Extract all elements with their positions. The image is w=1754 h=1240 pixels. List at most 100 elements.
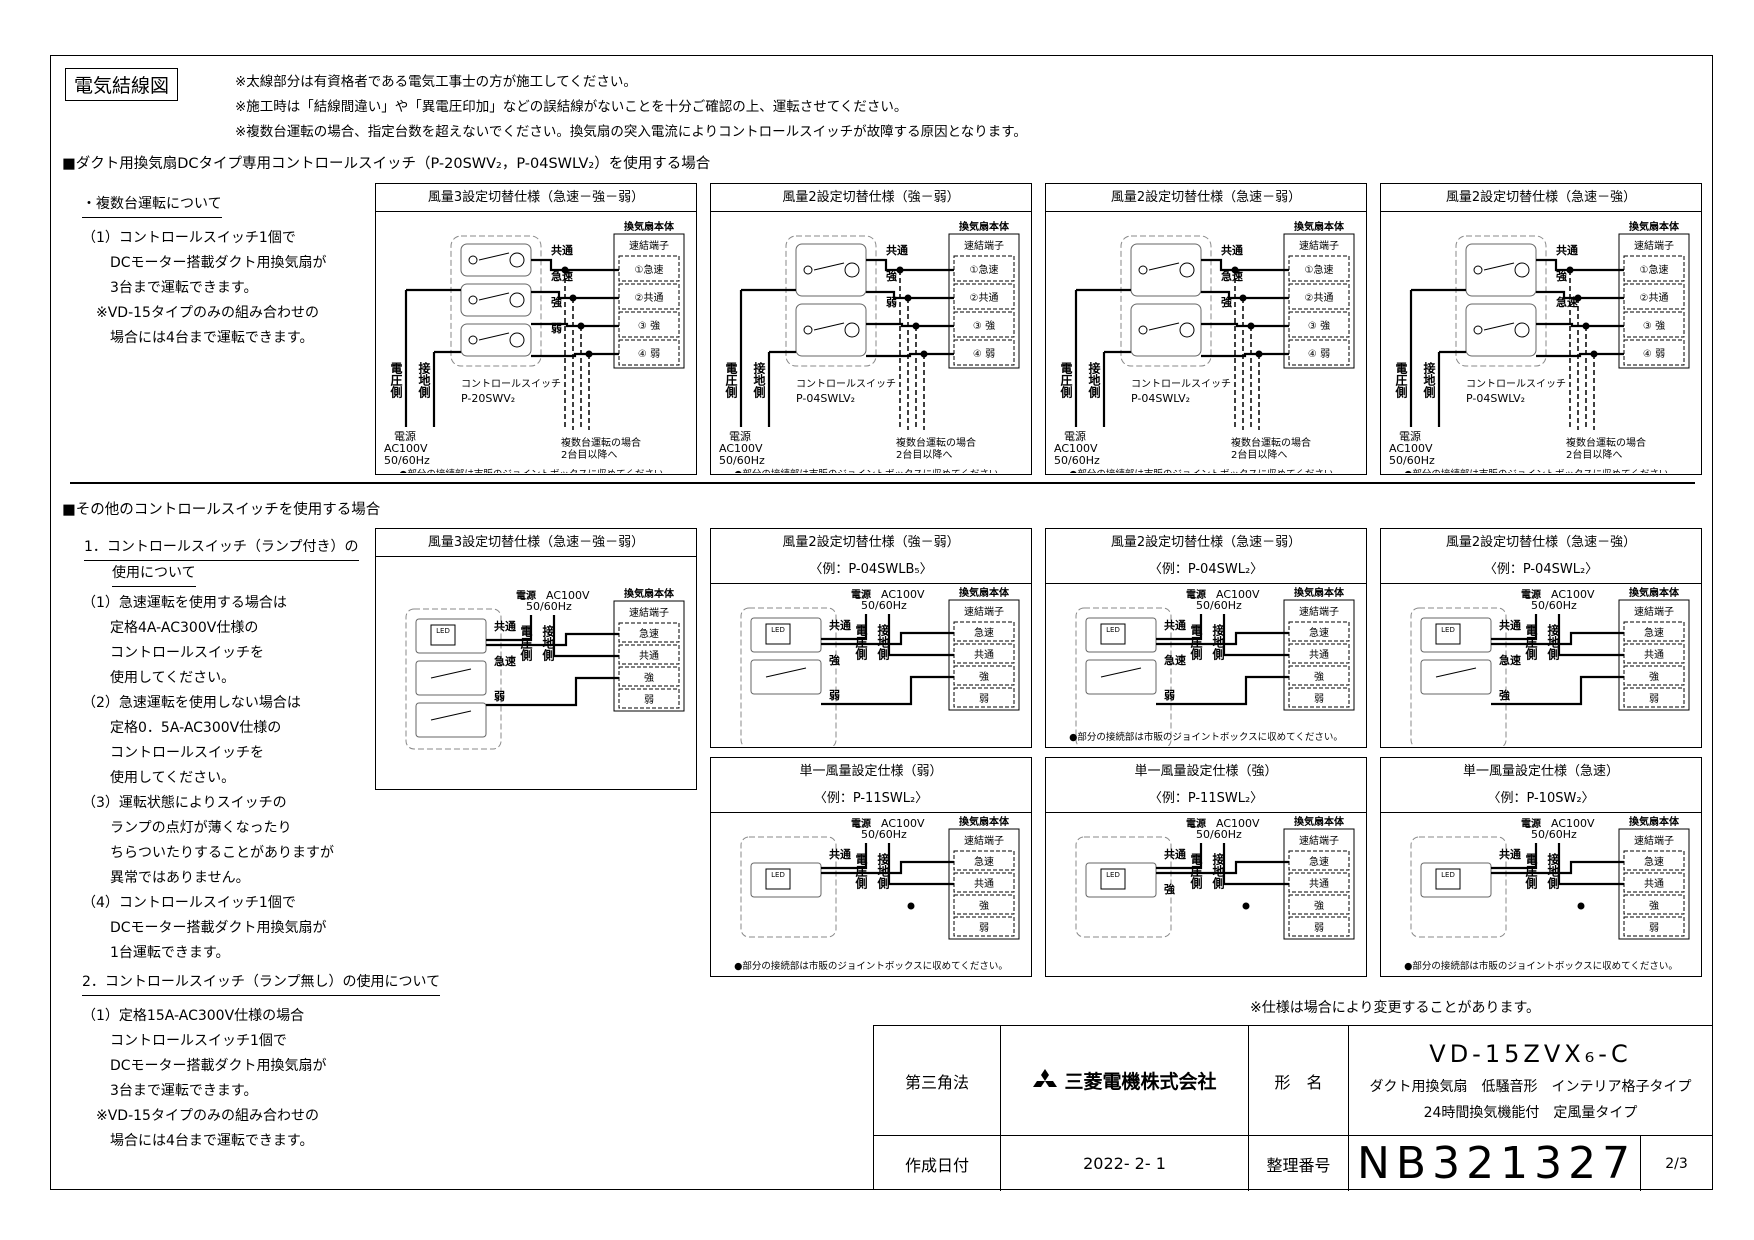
ac-label: AC100V [546, 589, 590, 602]
wire-label: 強 [1556, 269, 1567, 283]
ac-label: AC100V [1551, 817, 1595, 830]
body-label: 換気扇本体 [959, 220, 1010, 233]
wire-label: 急速 [1164, 653, 1186, 667]
terminal [1288, 621, 1350, 642]
switch-contact-icon [1473, 265, 1483, 275]
terminal-label: ③ 強 [1308, 319, 1330, 332]
ground-side-label: 接地側 [541, 624, 555, 662]
terminal-block [613, 233, 685, 369]
wire [1491, 614, 1538, 641]
panel-header: 風量2設定切替仕様（急速－強） [1381, 184, 1701, 212]
led-icon [430, 624, 456, 646]
wire [531, 322, 619, 328]
switch-element [1465, 243, 1537, 297]
block-label: 速結端子 [629, 239, 669, 252]
switch-element [795, 303, 867, 357]
switch-element [1130, 303, 1202, 357]
terminal [1623, 283, 1685, 310]
terminal [1623, 687, 1685, 708]
power-label: 電源 [1186, 817, 1206, 830]
body-label: 換気扇本体 [1629, 815, 1680, 828]
terminal-label: 強 [1649, 899, 1659, 912]
terminal-label: 共通 [1309, 649, 1329, 661]
led-label: LED [1441, 871, 1455, 879]
note: ※施工時は「結線間違い」や「異電圧印加」などの誤結線がないことを十分ご確認の上、… [235, 99, 908, 115]
company-name: 三菱電機株式会社 [1064, 1071, 1217, 1093]
panel-low-6: 単一風量設定仕様（急速）〈例：P-10SW₂〉換気扇本体速結端子急速共通強弱電源… [1380, 757, 1702, 977]
terminal [1623, 339, 1685, 366]
panel-header: 単一風量設定仕様（弱）〈例：P-11SWL₂〉 [711, 758, 1031, 813]
wire [531, 352, 619, 358]
terminal [1288, 894, 1350, 915]
panel-header: 風量2設定切替仕様（急速－弱） [1046, 184, 1366, 212]
switch-lever [478, 252, 510, 261]
ground-side-label: 接地側 [876, 623, 890, 661]
terminal [1623, 872, 1685, 893]
wire [739, 288, 796, 427]
panel-header: 風量3設定切替仕様（急速－強－弱） [376, 529, 696, 557]
terminal-label: ①急速 [1640, 263, 1669, 276]
section-divider [70, 482, 1695, 484]
wire-label: 強 [551, 295, 562, 309]
text-line: ※VD-15タイプのみの組み合わせの [82, 305, 319, 321]
body-label: 換気扇本体 [959, 586, 1010, 599]
wire-label: 弱 [494, 690, 505, 703]
text-line: ちらついたりすることがありますが [82, 845, 334, 861]
body-label: 換気扇本体 [624, 220, 675, 233]
model-cell: VD-15ZVX₆-C ダクト用換気扇 低騒音形 インテリア格子タイプ 24時間… [1349, 1026, 1712, 1136]
panel-title: 〈例：P-11SWL₂〉 [1148, 791, 1264, 806]
switch-label: コントロールスイッチ [461, 378, 561, 390]
switch-box [405, 608, 502, 750]
terminal-label: 強 [979, 670, 989, 683]
text-line: （1）コントロールスイッチ1個で [82, 230, 296, 246]
terminal [1288, 687, 1350, 708]
text-line: 場合には4台まで運転できます。 [82, 330, 314, 346]
panel-title: 単一風量設定仕様（強） [1134, 764, 1278, 779]
block-label: 速結端子 [964, 239, 1004, 252]
switch-terminal-icon [844, 322, 860, 338]
switch-contact-icon [468, 295, 478, 305]
terminal [1288, 311, 1350, 338]
spec-note: ※仕様は場合により変更することがあります。 [1250, 1000, 1541, 1016]
led-label: LED [1106, 871, 1120, 879]
terminal-label: 急速 [974, 855, 994, 868]
model-desc: ダクト用換気扇 低騒音形 インテリア格子タイプ [1369, 1078, 1692, 1095]
terminal-label: 急速 [1309, 626, 1329, 639]
wire-label: 共通 [829, 847, 851, 861]
wire-label: 共通 [551, 243, 573, 257]
wire [486, 632, 619, 647]
footer-note: ●部分の接続部は市販のジョイントボックスに収めてください。 [1069, 468, 1343, 473]
ground-side-label: 接地側 [1211, 852, 1225, 890]
switch-terminal-icon [1179, 322, 1195, 338]
ac-label: AC100V [1054, 442, 1098, 455]
terminal [953, 283, 1015, 310]
text-line: 3台まで運転できます。 [82, 280, 258, 296]
left2-title: 2．コントロールスイッチ（ランプ無し）の使用について [82, 970, 441, 996]
terminal-label: 急速 [1644, 855, 1664, 868]
terminal [1623, 894, 1685, 915]
panel-title: 風量3設定切替仕様（急速－強－弱） [427, 190, 645, 205]
terminal-label: 弱 [1314, 922, 1324, 934]
terminal [953, 687, 1015, 708]
switch-label: コントロールスイッチ [1131, 378, 1231, 390]
switch-element [795, 243, 867, 297]
terminal-label: 共通 [974, 649, 994, 661]
block-label: 速結端子 [1299, 239, 1339, 252]
terminal [1623, 916, 1685, 937]
wire-label: 急速 [1221, 269, 1243, 283]
voltage-side-label: 電圧側 [1059, 362, 1073, 399]
panel-header: 風量2設定切替仕様（急速－弱）〈例：P-04SWL₂〉 [1046, 529, 1366, 584]
wire [432, 350, 461, 427]
left1-title: 1．コントロールスイッチ（ランプ付き）の [84, 535, 359, 561]
voltage-side-label: 電圧側 [1394, 362, 1408, 399]
text-line: 使用してください。 [82, 670, 236, 686]
terminal [618, 255, 680, 282]
switch-box [1455, 235, 1547, 367]
led-label: LED [771, 871, 785, 879]
switch-lever [1435, 667, 1477, 678]
